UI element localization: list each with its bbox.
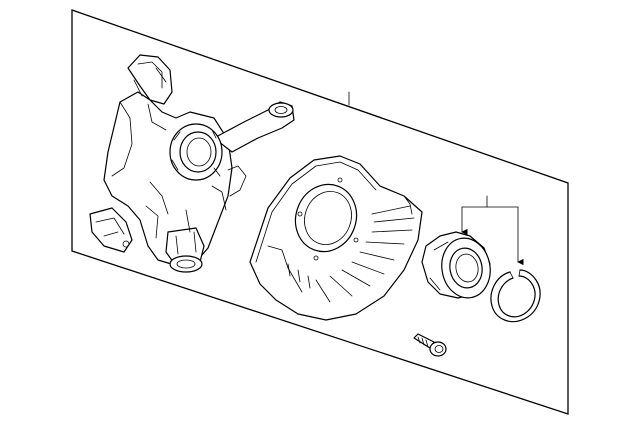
shield-part-icon	[249, 155, 423, 321]
bolt-part-icon	[413, 333, 447, 357]
snap-ring-part-icon	[490, 269, 541, 323]
knuckle-part-icon	[89, 54, 295, 273]
leader-lines-bearing-ring	[461, 195, 524, 266]
bearing-part-icon	[421, 231, 491, 299]
